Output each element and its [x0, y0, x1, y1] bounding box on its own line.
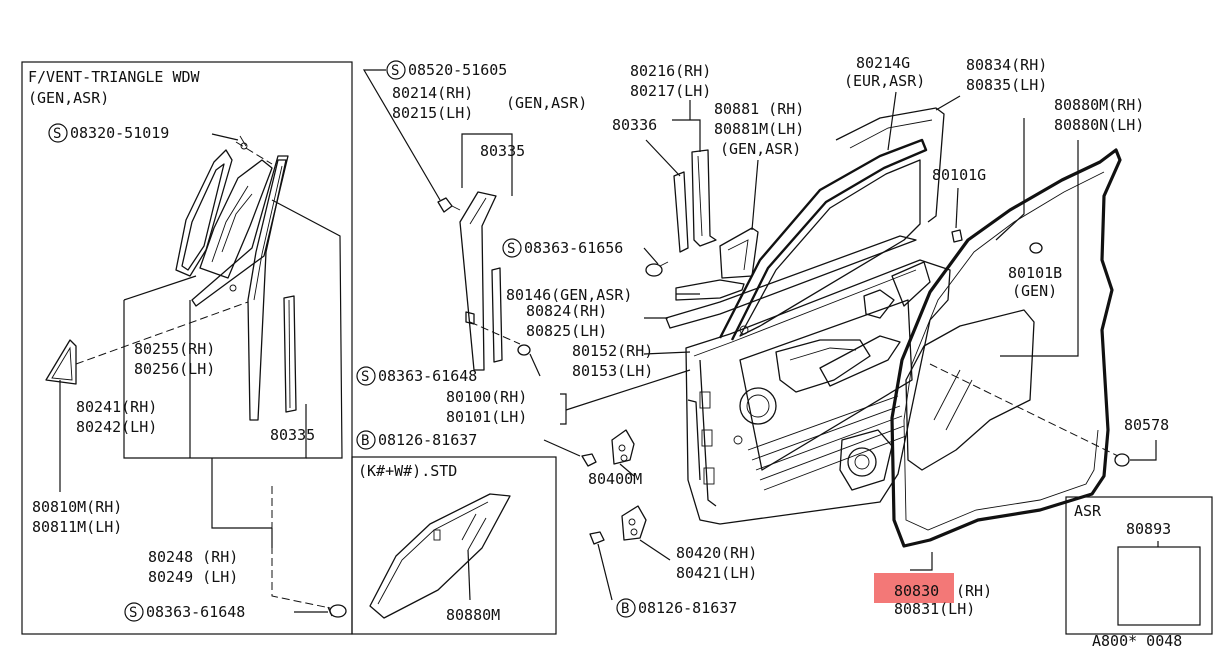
part-80214g: 80214G [856, 54, 910, 72]
part-80881: 80881 (RH) [714, 100, 804, 118]
drawing-number: A800* 0048 [1092, 632, 1182, 650]
part-80101g: 80101G [932, 166, 986, 184]
part-08126-81637-top: 08126-81637 [378, 431, 477, 449]
screw-label-top-left: S 08320-51019 [48, 123, 169, 143]
part-80336: 80336 [612, 116, 657, 134]
part-80834: 80834(RH) [966, 56, 1047, 74]
vent-subtitle: (GEN,ASR) [28, 89, 109, 107]
part-80881m: 80881M(LH) [714, 120, 804, 138]
screw-center-low [517, 344, 531, 356]
screw-symbol: S [391, 63, 399, 79]
screw-label-top-center: S 08520-51605 [386, 60, 507, 80]
gen-asr-center: (GEN,ASR) [506, 94, 587, 112]
part-80831: 80831(LH) [894, 600, 975, 618]
screw-symbol: S [507, 241, 515, 257]
screw-label-low: S 08363-61648 [356, 366, 477, 386]
gen-label: (GEN) [1012, 282, 1057, 300]
part-08320-51019: 08320-51019 [70, 124, 169, 142]
door-inner-details [733, 261, 931, 491]
highlight-80830 [874, 573, 954, 603]
part-80216: 80216(RH) [630, 62, 711, 80]
door-outer-panel [665, 107, 951, 525]
triangle-cover [45, 339, 77, 385]
part-80152: 80152(RH) [572, 342, 653, 360]
part-80101: 80101(LH) [446, 408, 527, 426]
part-80335-left: 80335 [270, 426, 315, 444]
part-08126-81637-bottom: 08126-81637 [638, 599, 737, 617]
part-80256: 80256(LH) [134, 360, 215, 378]
part-08520-51605: 08520-51605 [408, 61, 507, 79]
std-title: (K#+W#).STD [358, 462, 457, 480]
part-80880m-rh: 80880M(RH) [1054, 96, 1144, 114]
asr-box [1065, 496, 1213, 635]
bolt-label-top: B 08126-81637 [356, 430, 477, 450]
division-channel [229, 135, 297, 421]
bolt-label-bottom: B 08126-81637 [616, 598, 737, 618]
part-80578: 80578 [1124, 416, 1169, 434]
hinge-upper [581, 429, 635, 467]
vent-window-glass [175, 149, 289, 307]
part-80830-rh: (RH) [956, 582, 992, 600]
screw-mid-center [645, 261, 669, 277]
screw-symbol: S [53, 126, 61, 142]
screw-symbol: S [129, 605, 137, 621]
part-80400m: 80400M [588, 470, 642, 488]
clip-80101g [951, 229, 963, 243]
part-80825: 80825(LH) [526, 322, 607, 340]
hinge-lower [589, 505, 647, 545]
part-80249: 80249 (LH) [148, 568, 238, 586]
door-weatherstrip [890, 148, 1122, 548]
asr-title: ASR [1074, 502, 1102, 520]
bracket-80881 [719, 227, 759, 279]
bolt-symbol: B [361, 433, 369, 449]
glass-run-channel [459, 191, 503, 371]
part-80100: 80100(RH) [446, 388, 527, 406]
part-80830: 80830 [894, 582, 939, 600]
part-80810m: 80810M(RH) [32, 498, 122, 516]
asr-part-square [1117, 546, 1201, 626]
door-trim-panel [905, 309, 1035, 471]
screw-label-mid: S 08363-61656 [502, 238, 623, 258]
part-80893: 80893 [1126, 520, 1171, 538]
bolt-symbol: B [621, 601, 629, 617]
eur-asr: (EUR,ASR) [844, 72, 925, 90]
part-80255: 80255(RH) [134, 340, 215, 358]
part-80217: 80217(LH) [630, 82, 711, 100]
screw-symbol: S [361, 369, 369, 385]
part-08363-61648-center: 08363-61648 [378, 367, 477, 385]
part-80241: 80241(RH) [76, 398, 157, 416]
vent-triangle-box [21, 61, 353, 635]
part-80835: 80835(LH) [966, 76, 1047, 94]
std-door-glass [369, 493, 511, 619]
vent-title: F/VENT-TRIANGLE WDW [28, 68, 201, 86]
part-80214: 80214(RH) [392, 84, 473, 102]
clip-80101b [1029, 242, 1043, 254]
part-80421: 80421(LH) [676, 564, 757, 582]
gen-asr-top: (GEN,ASR) [720, 140, 801, 158]
screw-top-center [437, 197, 461, 213]
part-80242: 80242(LH) [76, 418, 157, 436]
part-80146: 80146(GEN,ASR) [506, 286, 632, 304]
part-80335-center: 80335 [480, 142, 525, 160]
part-80101b: 80101B [1008, 264, 1062, 282]
part-80811m: 80811M(LH) [32, 518, 122, 536]
part-08363-61656: 08363-61656 [524, 239, 623, 257]
part-80880m-std: 80880M [446, 606, 500, 624]
part-80824: 80824(RH) [526, 302, 607, 320]
part-08363-61648-left: 08363-61648 [146, 603, 245, 621]
part-80420: 80420(RH) [676, 544, 757, 562]
clip-80578 [1114, 453, 1130, 467]
screw-label-bottom-left: S 08363-61648 [124, 602, 245, 622]
std-glass-box [351, 456, 557, 635]
sash-channel-80336 [673, 149, 717, 253]
part-80153: 80153(LH) [572, 362, 653, 380]
screw-bottom-left [327, 604, 347, 618]
part-80215: 80215(LH) [392, 104, 473, 122]
part-80880n: 80880N(LH) [1054, 116, 1144, 134]
part-80248: 80248 (RH) [148, 548, 238, 566]
